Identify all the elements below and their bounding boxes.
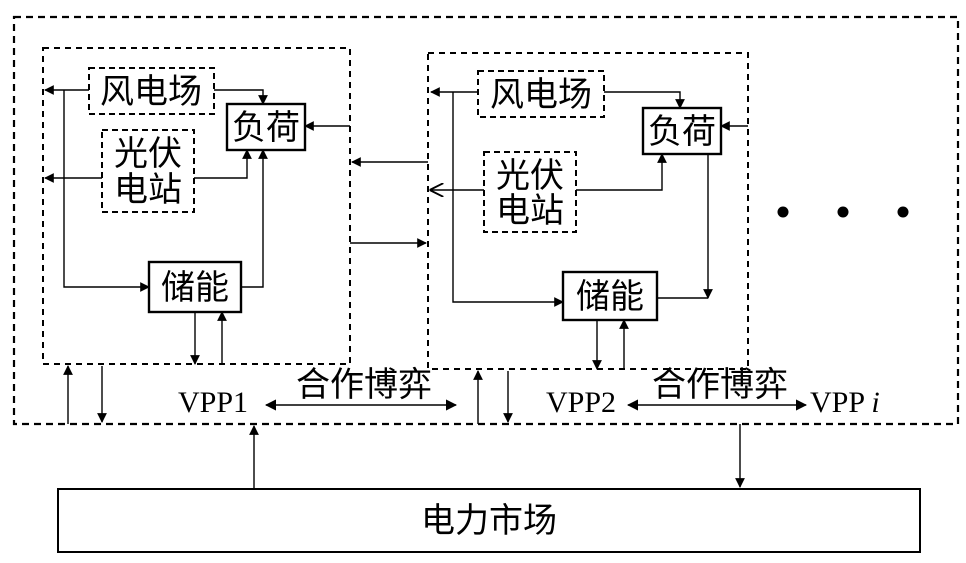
- vpp2-pv-label-line1: 光伏: [496, 156, 564, 196]
- ellipsis-dots: [777, 206, 909, 218]
- vpp1-pv-label-line2: 电站: [114, 170, 182, 210]
- vpp1-frame: [42, 47, 351, 365]
- vpp2-wind-to-load-arrow: [604, 91, 685, 109]
- vpp2-pv-label-line2: 电站: [496, 191, 564, 231]
- vpp1-bus-to-storage-arrow: [63, 90, 150, 292]
- vppi-label: VPP i: [810, 386, 880, 419]
- vpp2-pv-box: [483, 151, 577, 233]
- vpp1-label: VPP1: [178, 386, 248, 419]
- vpp2-group: 风电场 光伏 电站 负荷 储能: [427, 52, 749, 370]
- vpp2-storage-label: 储能: [576, 277, 644, 317]
- vpp2-frame: [427, 52, 749, 370]
- vpp1-storage-to-load-arrow: [241, 149, 268, 288]
- game-label-1: 合作博弈: [296, 365, 432, 405]
- vpp1-pv-label-line1: 光伏: [114, 134, 182, 174]
- vpp1-wind-label: 风电场: [100, 72, 202, 112]
- outer-vpp-frame: [12, 15, 960, 426]
- vpp1-load-label: 负荷: [232, 108, 300, 148]
- vpp2-wind-box: [477, 70, 605, 118]
- vpp1-storage-label: 储能: [161, 268, 229, 308]
- vpp1-wind-to-load-arrow: [214, 89, 268, 105]
- vpp2-bus-to-storage-arrow: [452, 92, 564, 307]
- vpp1-wind-box: [88, 67, 215, 115]
- electricity-market-box: [57, 488, 921, 553]
- vpp1-pv-to-load-arrow: [194, 149, 252, 179]
- electricity-market-label: 电力市场: [421, 501, 557, 541]
- vpp2-label: VPP2: [546, 386, 616, 419]
- vpp2-storage-box: [561, 270, 659, 322]
- game-label-2: 合作博弈: [652, 365, 788, 405]
- vpp2-load-label: 负荷: [648, 112, 716, 152]
- vpp2-wind-label: 风电场: [490, 75, 592, 115]
- vpp2-pv-to-load-arrow: [576, 153, 667, 191]
- vpp1-group: 风电场 光伏 电站 负荷 储能: [42, 47, 351, 365]
- vpp1-pv-box: [101, 129, 195, 213]
